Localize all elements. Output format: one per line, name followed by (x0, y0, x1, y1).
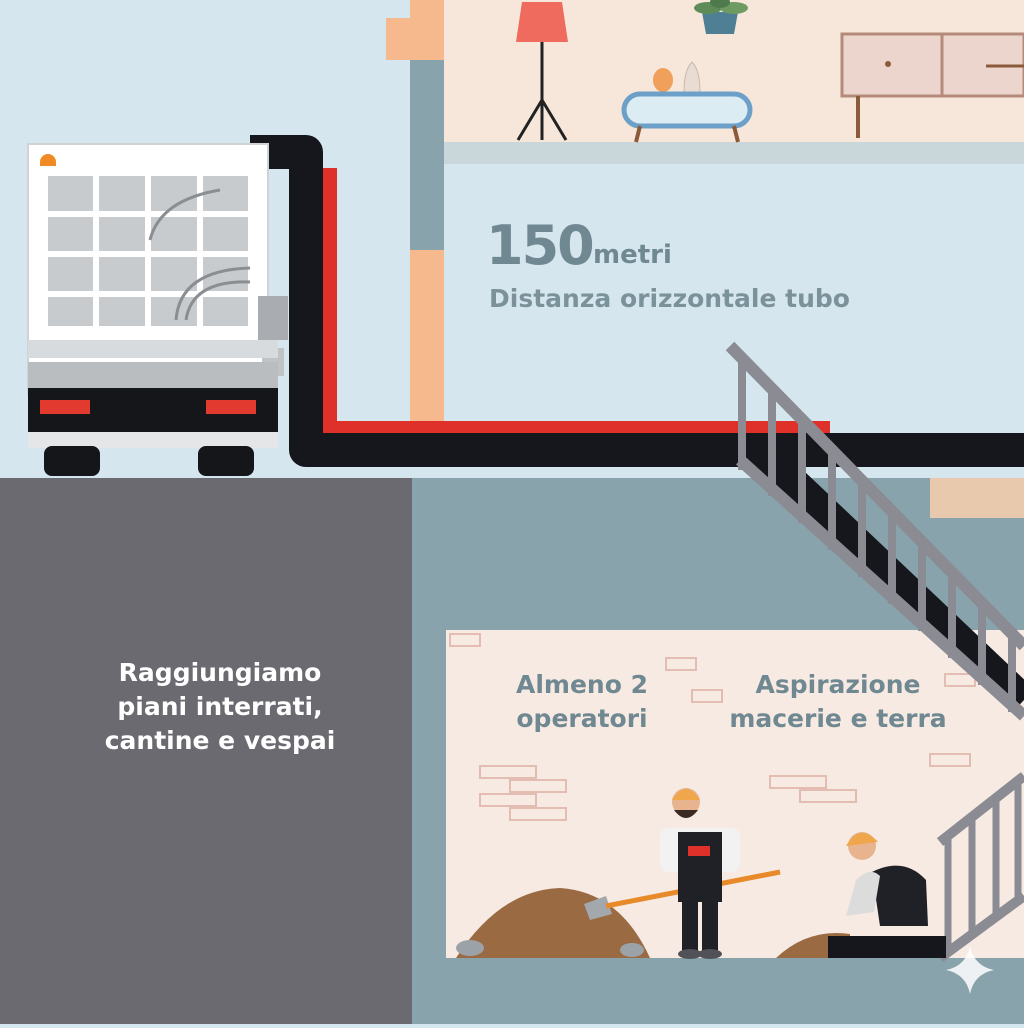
side-text-line: piani interrati, (117, 692, 323, 721)
feature-operators: Almeno 2 operatori (482, 668, 682, 736)
coffee-table-icon (621, 61, 753, 143)
basement-room (446, 630, 1024, 1024)
building-wall (386, 0, 444, 426)
worker-kneeling-icon (828, 832, 946, 958)
feature-line: operatori (516, 704, 648, 733)
floor-lamp-icon (516, 2, 568, 141)
sideboard-icon (840, 32, 1024, 138)
feature-line: Aspirazione (755, 670, 921, 699)
worker-shovel-icon (584, 788, 781, 959)
plant-icon (694, 0, 748, 34)
ground-section (0, 478, 412, 1024)
sparkle-icon (946, 946, 994, 994)
upper-room (444, 0, 1024, 164)
truck-icon (27, 143, 288, 476)
side-text-line: Raggiungiamo (118, 658, 322, 687)
side-text: Raggiungiamo piani interrati, cantine e … (70, 656, 370, 758)
small-staircase-icon (936, 772, 1024, 963)
stat-number: 150 (486, 214, 595, 277)
stat-unit: metri (593, 240, 672, 270)
stat-caption: Distanza orizzontale tubo (489, 284, 850, 313)
staircase-icon (725, 341, 1024, 721)
feature-line: Almeno 2 (516, 670, 648, 699)
side-text-line: cantine e vespai (104, 726, 336, 755)
feature-line: macerie e terra (729, 704, 947, 733)
brick-icon (449, 633, 976, 821)
feature-suction: Aspirazione macerie e terra (718, 668, 958, 736)
